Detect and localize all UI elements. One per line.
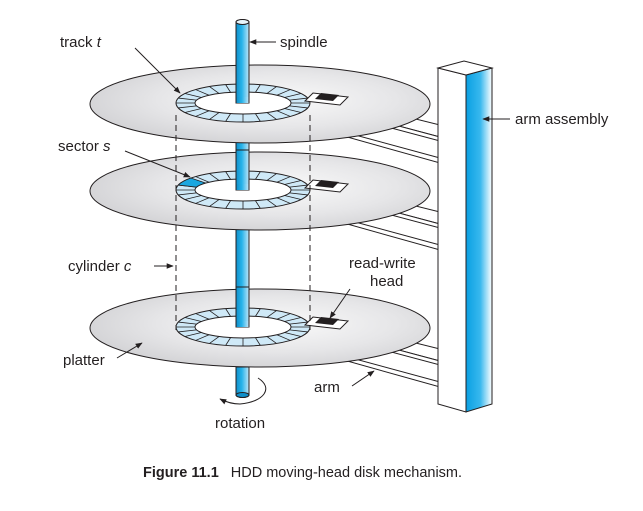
sector-divider [276, 110, 291, 117]
label-cylinder: cylinder c [68, 258, 132, 275]
read-write-head [315, 93, 339, 101]
label-rotation: rotation [215, 415, 265, 432]
platter [89, 288, 431, 368]
label-read-write: read-write [349, 255, 416, 272]
spindle-top [235, 19, 250, 25]
sector-divider [225, 308, 231, 317]
platter [89, 151, 431, 231]
rotation-arrow-icon [219, 377, 267, 405]
platters-group [89, 19, 431, 398]
sector-divider [184, 108, 202, 113]
read-write-head [315, 317, 339, 325]
sector-divider [209, 173, 220, 181]
sector-divider [289, 105, 308, 109]
sector-divider [284, 180, 302, 185]
sector-divider [284, 332, 302, 337]
sector-divider [255, 308, 261, 317]
platter [89, 64, 431, 144]
label-platter: platter [63, 352, 105, 369]
sector-divider [289, 321, 308, 325]
sector-divider [276, 197, 291, 204]
platter-leader [116, 342, 143, 359]
sector-divider [184, 332, 202, 337]
spindle-hub [236, 321, 249, 327]
sector-divider [178, 329, 197, 333]
label-arm-assembly: arm assembly [515, 111, 609, 128]
sector-divider [289, 192, 308, 196]
spindle-hub [236, 97, 249, 103]
track-leader [134, 47, 181, 94]
sector-divider [225, 200, 231, 209]
spindle-segment [235, 21, 250, 104]
sector-divider [255, 200, 261, 209]
sector-divider [289, 97, 308, 101]
sector-divider [195, 197, 210, 204]
sector-divider [209, 112, 220, 120]
sector-divider [184, 195, 202, 200]
sector-divider [195, 176, 210, 183]
label-spindle: spindle [280, 34, 328, 51]
sector-divider [284, 195, 302, 200]
label-track: track t [60, 34, 102, 51]
label-sector: sector s [58, 138, 111, 155]
caption-text: HDD moving-head disk mechanism. [231, 465, 462, 481]
sector-divider [255, 337, 261, 346]
sector-divider [255, 113, 261, 122]
sector-divider [225, 113, 231, 122]
leader-lines [116, 39, 510, 405]
caption-number: Figure 11.1 [143, 465, 219, 481]
sector-divider [209, 310, 220, 318]
sector-divider [178, 321, 197, 325]
sector-divider [266, 173, 277, 181]
sector-divider [184, 93, 202, 98]
arm-assembly-column [436, 60, 494, 413]
sector-divider [276, 334, 291, 341]
sector-divider [284, 317, 302, 322]
sector-divider [178, 97, 197, 101]
sector-divider [266, 310, 277, 318]
sector-divider [225, 337, 231, 346]
sector-divider [289, 329, 308, 333]
spindle-hub [236, 184, 249, 190]
sector-divider [195, 334, 210, 341]
sector-divider [195, 313, 210, 320]
sector-divider [276, 313, 291, 320]
read-write-head-leader [329, 288, 351, 319]
sector-divider [209, 199, 220, 207]
sector-divider [184, 317, 202, 322]
sector-divider [276, 89, 291, 96]
spindle-bottom [235, 392, 250, 398]
sector-divider [276, 176, 291, 183]
figure-caption: Figure 11.1 HDD moving-head disk mechanis… [143, 465, 462, 481]
sector-divider [255, 84, 261, 93]
sector-divider [209, 336, 220, 344]
sector-divider [284, 108, 302, 113]
label-head: head [370, 273, 403, 290]
arm-leader [351, 370, 375, 387]
sector-divider [225, 171, 231, 180]
cylinder-lines [175, 115, 311, 330]
label-arm: arm [314, 379, 340, 396]
sector-divider [195, 110, 210, 117]
sector-leader [124, 150, 191, 178]
sector-divider [284, 93, 302, 98]
sector-divider [209, 86, 220, 94]
sector-divider [178, 105, 197, 109]
sector-divider [289, 184, 308, 188]
spindle-segment [235, 366, 250, 396]
sector-divider [266, 199, 277, 207]
sector-divider [225, 84, 231, 93]
sector-divider [255, 171, 261, 180]
sector-divider [266, 112, 277, 120]
read-write-head [315, 180, 339, 188]
sector-divider [266, 336, 277, 344]
sector-divider [266, 86, 277, 94]
sector-divider [178, 192, 197, 196]
sector-divider [195, 89, 210, 96]
